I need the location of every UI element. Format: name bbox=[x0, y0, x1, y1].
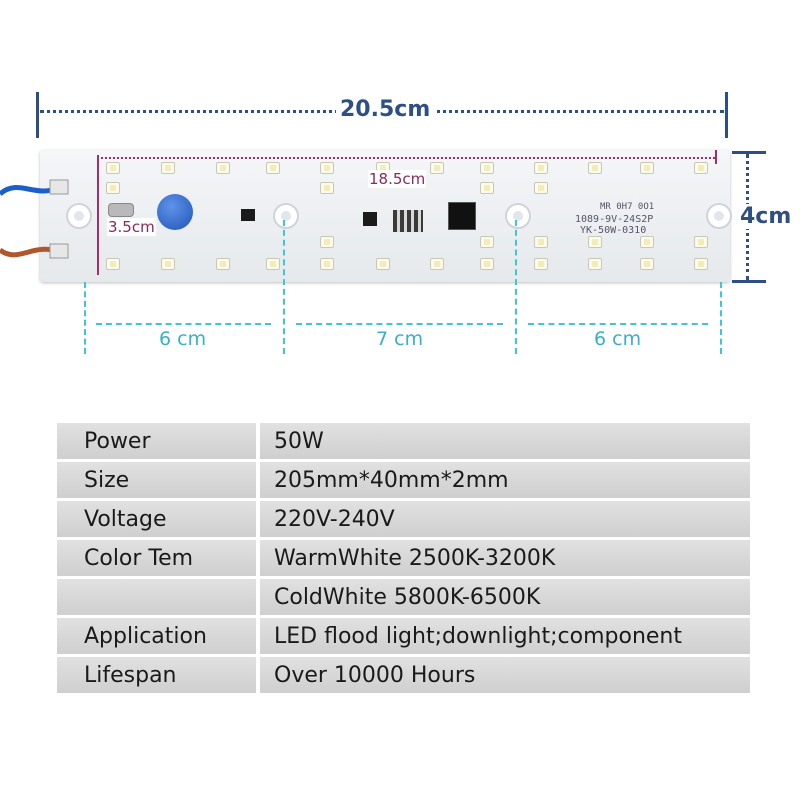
spec-value: LED flood light;downlight;component bbox=[260, 618, 750, 654]
spec-row-size: Size 205mm*40mm*2mm bbox=[57, 462, 750, 498]
spec-label: Power bbox=[57, 423, 256, 459]
led-chip bbox=[216, 258, 230, 270]
led-chip bbox=[266, 258, 280, 270]
mounting-hole-right bbox=[706, 203, 732, 229]
led-chip bbox=[106, 258, 120, 270]
led-area-right-edge bbox=[715, 150, 717, 164]
ic-chip-1 bbox=[241, 209, 255, 221]
led-chip bbox=[534, 236, 548, 248]
height-dim-cap-bottom bbox=[732, 280, 766, 283]
led-chip bbox=[588, 258, 602, 270]
length-dim-label: 20.5cm bbox=[336, 97, 435, 122]
length-dim-cap-right bbox=[725, 92, 728, 138]
board-marking-model-2: YK-50W-0310 bbox=[580, 225, 647, 236]
led-chip bbox=[320, 236, 334, 248]
height-dim-label: 4cm bbox=[736, 204, 796, 229]
board-marking-small: MR 0H7 0O1 bbox=[600, 202, 655, 212]
spec-table: Power 50W Size 205mm*40mm*2mm Voltage 22… bbox=[57, 420, 750, 696]
spec-label: Application bbox=[57, 618, 256, 654]
spec-label: Voltage bbox=[57, 501, 256, 537]
spec-row-color-temp: Color Tem WarmWhite 2500K-3200K bbox=[57, 540, 750, 576]
capacitor-component bbox=[157, 194, 193, 230]
spec-label bbox=[57, 579, 256, 615]
segment-label-1: 6 cm bbox=[159, 328, 207, 350]
led-chip bbox=[161, 258, 175, 270]
led-area-left-edge bbox=[97, 155, 99, 275]
led-chip bbox=[694, 162, 708, 174]
led-chip bbox=[588, 236, 602, 248]
spec-row-application: Application LED flood light;downlight;co… bbox=[57, 618, 750, 654]
led-chip bbox=[266, 162, 280, 174]
height-dim-cap-top bbox=[732, 151, 766, 154]
led-chip bbox=[106, 182, 120, 194]
small-parts-cluster bbox=[393, 210, 423, 232]
led-chip bbox=[430, 162, 444, 174]
led-chip bbox=[480, 162, 494, 174]
spec-row-voltage: Voltage 220V-240V bbox=[57, 501, 750, 537]
spec-value: ColdWhite 5800K-6500K bbox=[260, 579, 750, 615]
led-chip bbox=[161, 162, 175, 174]
led-module-board: MR 0H7 0O1 1089-9V-24S2P YK-50W-0310 bbox=[0, 150, 732, 282]
led-chip bbox=[320, 162, 334, 174]
mounting-hole-left bbox=[66, 203, 92, 229]
led-area-length-label: 18.5cm bbox=[368, 170, 427, 188]
led-chip bbox=[430, 258, 444, 270]
led-chip bbox=[480, 236, 494, 248]
led-chip bbox=[534, 258, 548, 270]
spec-value: Over 10000 Hours bbox=[260, 657, 750, 693]
mounting-hole-2 bbox=[505, 203, 531, 229]
resistor-component bbox=[108, 203, 134, 217]
spec-row-color-temp-cold: ColdWhite 5800K-6500K bbox=[57, 579, 750, 615]
segment-label-2: 7 cm bbox=[376, 328, 424, 350]
spec-row-lifespan: Lifespan Over 10000 Hours bbox=[57, 657, 750, 693]
led-chip bbox=[480, 182, 494, 194]
spec-value: 220V-240V bbox=[260, 501, 750, 537]
led-chip bbox=[694, 236, 708, 248]
segment-line-1 bbox=[96, 323, 271, 325]
led-area-height-label: 3.5cm bbox=[107, 218, 156, 236]
segment-marker-2 bbox=[515, 220, 517, 354]
segment-label-3: 6 cm bbox=[594, 328, 642, 350]
led-chip bbox=[640, 236, 654, 248]
spec-label: Lifespan bbox=[57, 657, 256, 693]
spec-value: WarmWhite 2500K-3200K bbox=[260, 540, 750, 576]
led-chip bbox=[534, 182, 548, 194]
segment-marker-0 bbox=[84, 282, 86, 354]
segment-line-3 bbox=[528, 323, 708, 325]
segment-marker-1 bbox=[283, 220, 285, 354]
led-chip bbox=[320, 258, 334, 270]
spec-value: 205mm*40mm*2mm bbox=[260, 462, 750, 498]
led-chip bbox=[534, 162, 548, 174]
led-chip bbox=[216, 162, 230, 174]
segment-line-2 bbox=[296, 323, 503, 325]
length-dim-cap-left bbox=[36, 92, 39, 138]
led-chip bbox=[588, 162, 602, 174]
spec-value: 50W bbox=[260, 423, 750, 459]
spec-label: Size bbox=[57, 462, 256, 498]
led-area-length-line bbox=[97, 157, 715, 159]
wire-leads-icon bbox=[0, 179, 69, 259]
led-chip bbox=[106, 162, 120, 174]
led-chip bbox=[640, 258, 654, 270]
led-chip bbox=[694, 258, 708, 270]
spec-label: Color Tem bbox=[57, 540, 256, 576]
rectifier-chip bbox=[448, 202, 476, 230]
led-chip bbox=[640, 162, 654, 174]
board-marking-model-1: 1089-9V-24S2P bbox=[575, 214, 654, 225]
segment-marker-3 bbox=[720, 282, 722, 354]
led-chip bbox=[320, 182, 334, 194]
spec-row-power: Power 50W bbox=[57, 423, 750, 459]
led-chip bbox=[376, 258, 390, 270]
ic-chip-2 bbox=[363, 212, 377, 226]
mounting-hole-1 bbox=[273, 203, 299, 229]
led-chip bbox=[480, 258, 494, 270]
